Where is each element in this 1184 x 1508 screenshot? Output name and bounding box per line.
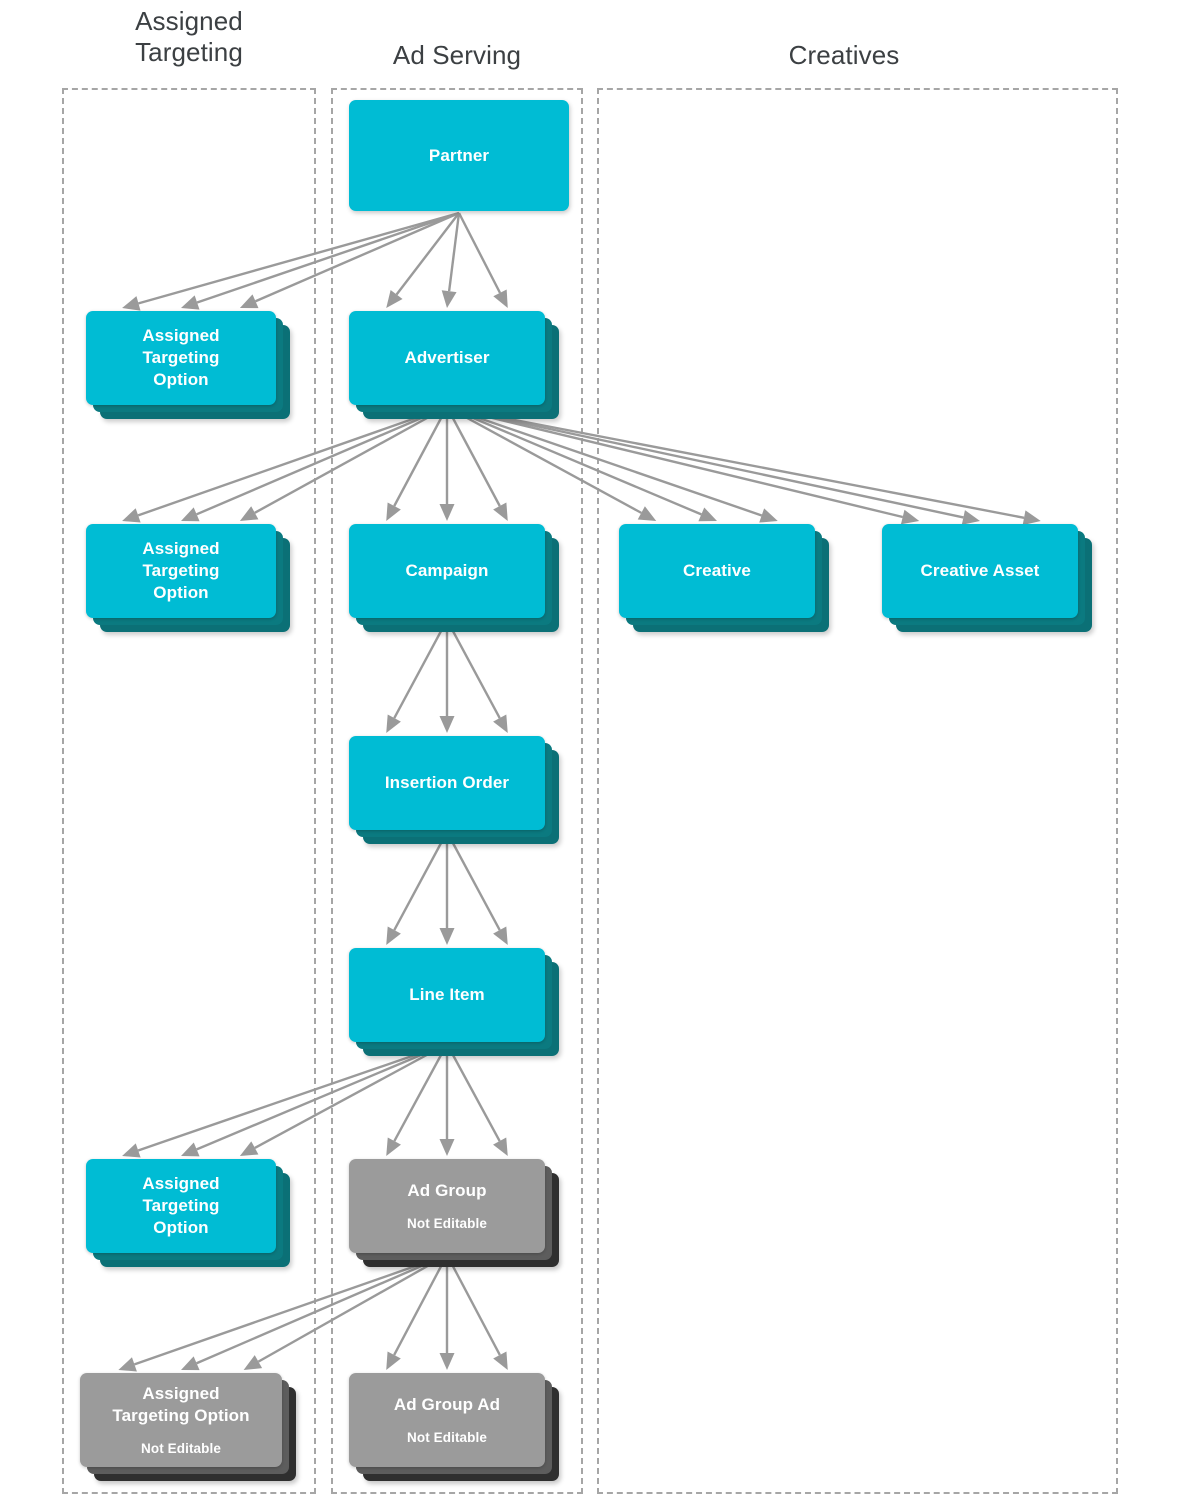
node-body: Ad Group Ad Not Editable: [349, 1373, 545, 1467]
card-layer-l1: [882, 524, 1078, 618]
node-label: Assigned Targeting Option: [142, 1174, 220, 1237]
card-layer-l1: [86, 311, 276, 405]
card-layer-l1: [349, 736, 545, 830]
node-campaign[interactable]: Campaign: [349, 524, 559, 632]
node-ato-partner[interactable]: Assigned Targeting Option: [86, 311, 290, 419]
node-label: Ad Group: [407, 1181, 487, 1200]
node-body: Creative Asset: [882, 524, 1078, 618]
card-layer-l1: [80, 1373, 282, 1467]
node-body: Advertiser: [349, 311, 545, 405]
card-stack: [349, 1159, 559, 1267]
node-line-item[interactable]: Line Item: [349, 948, 559, 1056]
group-frame-assigned-targeting: [62, 88, 316, 1494]
group-frame-ad-serving: [331, 88, 583, 1494]
node-label: Creative: [683, 561, 751, 580]
card-stack: [80, 1373, 296, 1481]
node-body: Assigned Targeting Option: [86, 1159, 276, 1253]
node-label: Insertion Order: [384, 773, 510, 792]
node-ad-group-ad[interactable]: Ad Group Ad Not Editable: [349, 1373, 559, 1481]
node-label: Ad Group Ad: [393, 1395, 501, 1414]
card-stack: [349, 524, 559, 632]
node-label: Advertiser: [404, 348, 490, 367]
node-label: Campaign: [405, 561, 489, 580]
card-layer-l1: [349, 1373, 545, 1467]
card-stack: [619, 524, 829, 632]
node-body: Assigned Targeting Option: [86, 311, 276, 405]
node-status-badge: Not Editable: [141, 1441, 221, 1456]
node-insertion-order[interactable]: Insertion Order: [349, 736, 559, 844]
card-stack: [86, 1159, 290, 1267]
card-stack: [86, 524, 290, 632]
card-layer-l1: [349, 524, 545, 618]
node-body: Partner: [349, 100, 569, 211]
column-header-assigned-targeting: Assigned Targeting: [135, 6, 243, 67]
card-stack: [349, 948, 559, 1056]
node-label: Line Item: [409, 985, 485, 1004]
card-stack: [349, 736, 559, 844]
card-layer-l1: [619, 524, 815, 618]
group-frame-creatives: [597, 88, 1118, 1494]
card-stack: [86, 311, 290, 419]
card-layer-l1: [86, 524, 276, 618]
node-creative-asset[interactable]: Creative Asset: [882, 524, 1092, 632]
node-body: Line Item: [349, 948, 545, 1042]
card-layer-l1: [349, 311, 545, 405]
node-body: Campaign: [349, 524, 545, 618]
card-layer-l1: [349, 948, 545, 1042]
node-label: Assigned Targeting Option: [142, 539, 220, 602]
card-stack: [349, 1373, 559, 1481]
node-label: Creative Asset: [920, 561, 1040, 580]
column-header-ad-serving: Ad Serving: [392, 40, 522, 70]
node-body: Assigned Targeting Option: [86, 524, 276, 618]
node-label: Partner: [428, 145, 490, 165]
card-layer-l1: [349, 100, 569, 211]
node-body: Creative: [619, 524, 815, 618]
card-layer-l1: [349, 1159, 545, 1253]
node-advertiser[interactable]: Advertiser: [349, 311, 559, 419]
card-layer-l1: [86, 1159, 276, 1253]
node-ato-line-item[interactable]: Assigned Targeting Option: [86, 1159, 290, 1267]
node-status-badge: Not Editable: [407, 1430, 487, 1445]
node-creative[interactable]: Creative: [619, 524, 829, 632]
node-label: Assigned Targeting Option: [142, 326, 220, 389]
node-status-badge: Not Editable: [407, 1216, 487, 1231]
column-header-creatives: Creatives: [788, 40, 900, 70]
node-body: Insertion Order: [349, 736, 545, 830]
node-partner[interactable]: Partner: [349, 100, 569, 211]
card-stack: [349, 311, 559, 419]
node-label: Assigned Targeting Option: [112, 1384, 250, 1425]
card-stack: [349, 100, 569, 211]
card-stack: [882, 524, 1092, 632]
node-ato-advertiser[interactable]: Assigned Targeting Option: [86, 524, 290, 632]
